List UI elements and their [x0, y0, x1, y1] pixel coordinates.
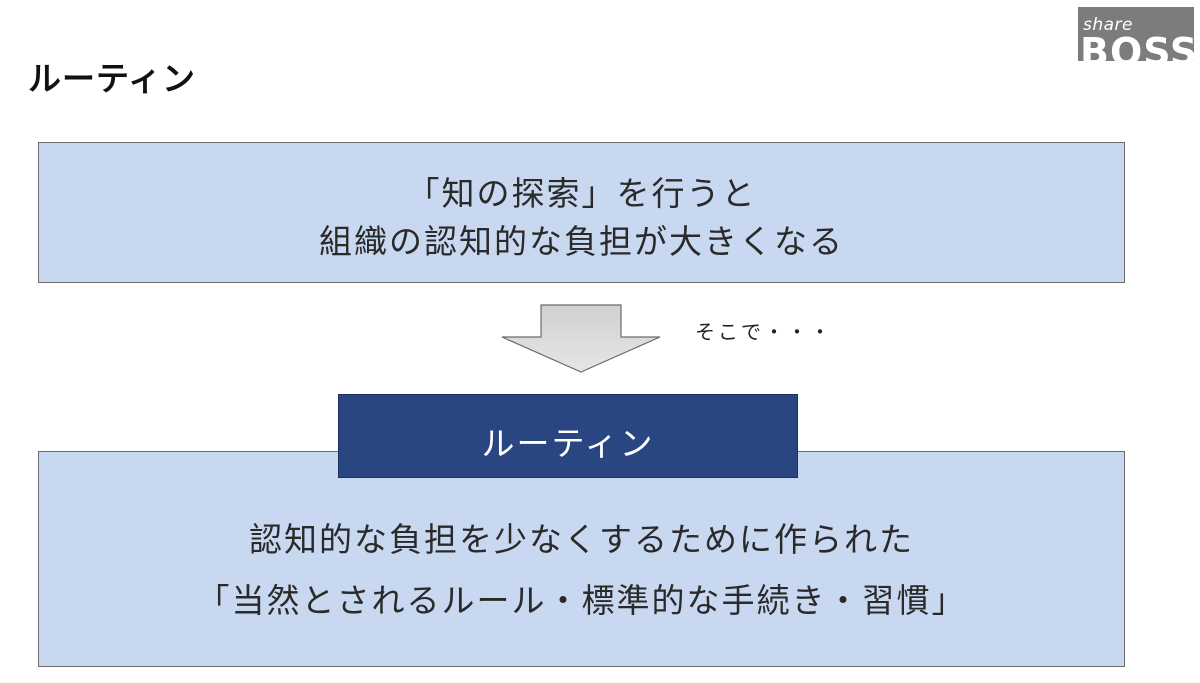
routine-banner: ルーティン [338, 394, 798, 478]
bottom-box-line-1: 認知的な負担を少なくするために作られた [249, 520, 914, 559]
share-boss-logo: share BOSS [1078, 7, 1194, 61]
top-box: 「知の探索」を行うと 組織の認知的な負担が大きくなる [38, 142, 1125, 283]
transition-note: そこで・・・ [695, 320, 833, 344]
top-box-line-2: 組織の認知的な負担が大きくなる [319, 222, 844, 261]
down-arrow-icon [501, 304, 661, 373]
top-box-line-1: 「知の探索」を行うと [406, 174, 757, 213]
bottom-box: 認知的な負担を少なくするために作られた 「当然とされるルール・標準的な手続き・習… [38, 451, 1125, 667]
logo-share-text: share [1083, 15, 1133, 35]
page-title: ルーティン [28, 59, 197, 98]
bottom-box-line-2: 「当然とされるルール・標準的な手続き・習慣」 [196, 581, 967, 620]
routine-banner-label: ルーティン [481, 424, 655, 463]
logo-boss-text: BOSS [1080, 30, 1194, 61]
